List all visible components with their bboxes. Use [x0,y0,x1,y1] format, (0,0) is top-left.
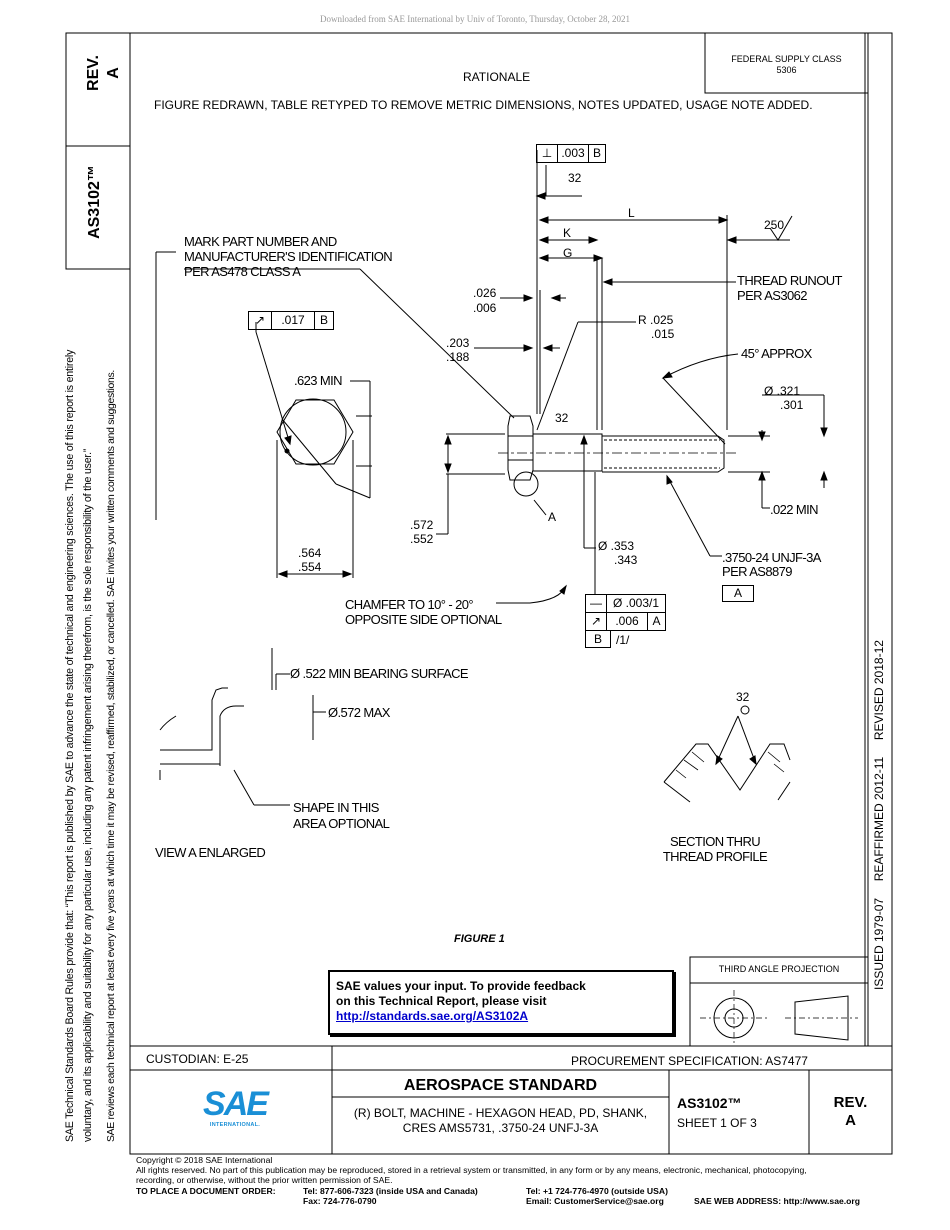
datum-A-box: A [722,585,754,602]
review-line: SAE reviews each technical report at lea… [106,370,117,1142]
perpendicularity-fcf: ⊥ .003 B [536,144,606,163]
board-rules-line-1: SAE Technical Standards Board Rules prov… [64,349,76,1142]
dim-L: L [628,206,635,220]
max-572: Ø.572 MAX [328,705,390,720]
rationale-text: FIGURE REDRAWN, TABLE RETYPED TO REMOVE … [154,98,813,112]
order-contacts-us: Tel: 877-606-7323 (inside USA and Canada… [303,1186,478,1206]
order-label: TO PLACE A DOCUMENT ORDER: [136,1186,276,1196]
main-frame [129,32,866,1047]
bolt-thread [602,435,725,473]
dim-623: .623 MIN [294,373,343,388]
dim-022: .022 MIN [770,502,819,517]
finish-32-thread: 32 [736,690,750,704]
title-doc-no: AS3102™ [677,1095,742,1111]
feedback-link[interactable]: http://standards.sae.org/AS3102A [336,1009,529,1023]
sidebar-rev: REV.A [85,55,122,91]
sae-logo: SAE INTERNATIONAL. [203,1085,269,1128]
sidebar-doc-no: AS3102™ [86,165,103,239]
bolt-head [507,415,534,481]
finish-250: 250 [764,218,785,232]
datum-B-box: B [585,630,611,648]
radius-callout: R .025.015 [638,313,675,341]
title-rev: REV.A [833,1094,868,1129]
dim-K: K [563,226,572,240]
thread-runout-note: THREAD RUNOUT PER AS3062 [737,273,842,303]
dim-564: .564.554 [298,546,322,574]
document-title: (R) BOLT, MACHINE - HEXAGON HEAD, PD, SH… [353,1106,648,1135]
web-address: SAE WEB ADDRESS: http://www.sae.org [694,1196,860,1206]
thread-section [663,743,791,791]
dim-026: .026.006 [473,286,497,315]
finish-32-shank: 32 [555,411,569,425]
footer-legal: Copyright © 2018 SAE International All r… [136,1155,807,1185]
projection-label: THIRD ANGLE PROJECTION [718,964,840,974]
dia-353: Ø .353.343 [598,539,638,567]
sheet-number: SHEET 1 OF 3 [677,1116,757,1130]
finish-32-top: 32 [568,171,582,185]
dim-203: .203.188 [446,336,470,364]
approx-45: 45° APPROX [741,346,812,361]
datum-A-label: A [548,510,557,524]
chamfer-note: CHAMFER TO 10° - 20°OPPOSITE SIDE OPTION… [345,597,502,627]
dim-572: .572.552 [410,518,434,546]
dim-G: G [563,246,573,260]
dia-321: Ø .321.301 [764,384,804,412]
runout-fcf-shank: ↗ .006 A [585,612,666,631]
standard-type: AEROSPACE STANDARD [403,1077,598,1094]
order-contacts-intl: Tel: +1 724-776-4970 (outside USA)Email:… [526,1186,668,1206]
procurement-spec: PROCUREMENT SPECIFICATION: AS7477 [571,1054,808,1068]
custodian: CUSTODIAN: E-25 [146,1052,249,1066]
hex-head [276,399,354,465]
bearing-surface: Ø .522 MIN BEARING SURFACE [290,666,469,681]
mark-note: MARK PART NUMBER AND MANUFACTURER'S IDEN… [184,234,393,279]
bolt-shank [533,433,603,472]
per-inch: /1/ [616,633,630,647]
issue-dates: ISSUED 1979-07 REAFFIRMED 2012-11 REVISE… [872,640,886,990]
straightness-fcf: — Ø .003/1 [585,594,666,613]
figure-caption: FIGURE 1 [454,933,505,945]
view-a-label: VIEW A ENLARGED [155,845,266,860]
rationale-title: RATIONALE [463,70,531,84]
download-note: Downloaded from SAE International by Uni… [320,14,630,24]
board-rules-line-2: voluntary, and its applicability and sui… [82,448,94,1142]
feedback-box: SAE values your input. To provide feedba… [328,970,674,1035]
runout-fcf-head: ↗ .017 B [248,311,334,330]
